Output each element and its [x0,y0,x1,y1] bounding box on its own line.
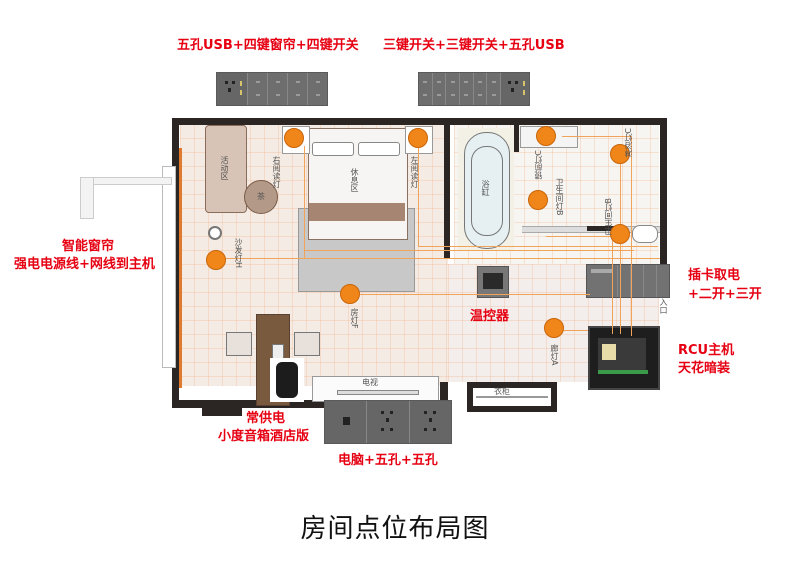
wardrobe-rail [476,396,548,398]
living-area-label: 活动区 [220,156,229,180]
bathtub-inner [471,146,503,236]
light-shower[interactable] [610,144,630,164]
thermostat-device [477,266,509,298]
rcu-label-line2: 天花暗装 [678,361,731,376]
bed-label: 休息区 [350,168,359,192]
light-label: 房灯F [350,308,359,329]
thermostat-label: 温控器 [470,309,510,324]
socket-icon [366,401,409,443]
chair-right [294,332,320,356]
tv-label: 电视 [362,378,378,387]
light-label: 卫生间灯B [555,178,564,216]
light-corridor[interactable] [544,318,564,338]
floor-lamp-icon [208,226,222,240]
curtain-track [179,148,182,388]
floor-plan: 活动区 茶 休息区 电视 浴缸 衣柜 入口 [162,118,670,416]
card-switch-label-line1: 插卡取电 [688,268,741,283]
three-key-three-key-usb-panel [418,72,530,106]
socket-icon [500,73,530,105]
panel-top-right-label: 三键开关+三键开关+五孔USB [383,38,565,53]
curtain-label-line1: 智能窗帘 [62,239,115,254]
card-switch-label-line2: +二开+三开 [688,287,762,302]
socket-icon [217,73,247,105]
rcu-label-line1: RCU主机 [678,343,735,358]
light-label: 沙发灯H [234,238,243,269]
bed-runner [309,203,405,221]
light-label: 镜前灯C [534,150,543,180]
light-room[interactable] [340,284,360,304]
network-port-icon [325,401,367,443]
smart-speaker-icon [276,362,298,398]
light-mirror[interactable] [536,126,556,146]
speaker-label-line1: 常供电 [246,411,286,426]
desk-panel-label: 电脑+五孔+五孔 [338,453,438,468]
window [162,166,176,368]
speaker-frame [270,358,304,402]
light-label: 左阅读灯 [410,156,419,188]
panel-top-left-label: 五孔USB+四键窗帘+四键开关 [177,38,359,53]
curtain-motor-body [80,177,94,219]
tv-screen [337,390,419,395]
page-title: 房间点位布局图 [300,514,490,544]
light-sofa[interactable] [206,250,226,270]
light-label: 廊灯A [550,344,559,366]
light-left-bedside[interactable] [408,128,428,148]
chair-left [226,332,252,356]
toilet [632,225,658,243]
light-label: 右阅读灯 [272,156,281,188]
five-hole-usb-four-key-panel [216,72,328,106]
desk-panel [324,400,452,444]
rcu-host-device [588,326,660,390]
light-right-bedside[interactable] [284,128,304,148]
light-label: 淋浴灯C [624,128,633,158]
light-bath-b[interactable] [528,190,548,210]
sofa [205,125,247,213]
bathtub-label: 浴缸 [481,180,490,196]
card-switch-panel [586,264,670,298]
curtain-label-line2: 强电电源线+网线到主机 [14,257,155,272]
pillow-left [312,142,354,156]
light-label: 卫生间灯B [604,198,613,236]
pillow-right [358,142,400,156]
coffee-table: 茶 [244,180,278,214]
light-toilet-b[interactable] [610,224,630,244]
socket-icon [408,401,451,443]
entrance-label: 入口 [659,298,668,314]
speaker-label-line2: 小度音箱酒店版 [218,429,310,444]
wardrobe-label: 衣柜 [494,387,510,396]
